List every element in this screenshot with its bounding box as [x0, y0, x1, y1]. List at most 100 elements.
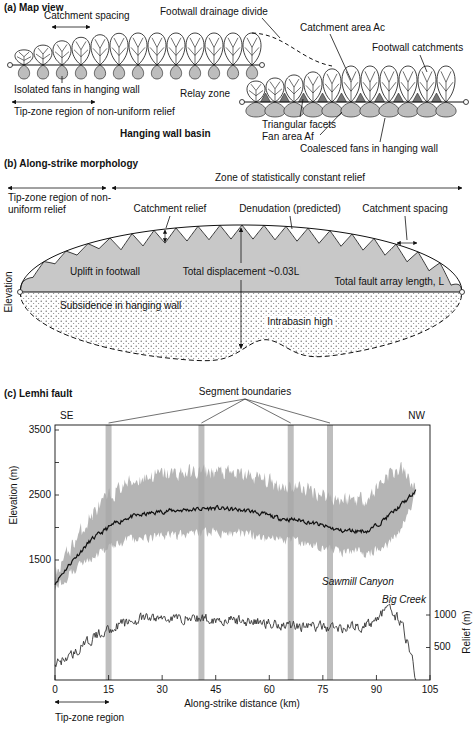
- annotation-label: Coalesced fans in hanging wall: [300, 143, 438, 155]
- drainage-line: [171, 38, 176, 48]
- drainage-line: [427, 82, 434, 91]
- panel-title: (b) Along-strike morphology: [4, 158, 138, 170]
- annotation-label: Catchment spacing: [44, 10, 130, 22]
- alluvial-fan: [75, 65, 86, 79]
- drainage-line: [188, 47, 195, 55]
- drainage-line: [176, 38, 181, 48]
- drainage-line: [439, 82, 446, 91]
- axis-title: Along-strike distance (km): [184, 698, 300, 710]
- alluvial-fan: [37, 65, 48, 79]
- alluvial-fan: [246, 102, 266, 117]
- drainage-line: [190, 38, 195, 48]
- displacement-arrow: [241, 280, 242, 348]
- drainage-line: [233, 47, 234, 65]
- leader-line: [262, 18, 280, 38]
- drainage-line: [228, 38, 233, 48]
- drainage-line: [270, 82, 275, 89]
- drainage-line: [81, 50, 82, 65]
- drainage-line: [38, 48, 43, 54]
- drainage-line: [346, 71, 351, 82]
- extent-arrow: [55, 702, 109, 703]
- alluvial-fan: [113, 65, 124, 79]
- axis-tick-label: 30: [157, 684, 168, 696]
- annotation-label: Tip-zone region of non-uniform relief: [14, 106, 175, 118]
- drainage-line: [403, 71, 408, 82]
- axis-tick-label: 1500: [29, 554, 51, 566]
- drainage-line: [389, 71, 394, 82]
- drainage-line: [176, 47, 177, 65]
- drainage-line: [441, 71, 446, 82]
- catchment-outline: [148, 33, 166, 65]
- drainage-line: [195, 38, 200, 48]
- drainage-line: [233, 47, 240, 55]
- drawing: [8, 18, 469, 702]
- drainage-line: [100, 48, 101, 65]
- leader-line: [62, 76, 63, 83]
- drainage-line: [57, 44, 62, 51]
- catchment-outline: [243, 33, 261, 65]
- drainage-line: [81, 41, 86, 49]
- axis-tick: [426, 615, 430, 616]
- drainage-line: [214, 47, 215, 65]
- annotation-label: Intrabasin high: [265, 316, 335, 328]
- drainage-line: [17, 57, 24, 61]
- annotation-label: Relay zone: [180, 88, 230, 100]
- alluvial-fan: [189, 65, 200, 79]
- axis-title: Elevation: [3, 271, 15, 312]
- axis-tick-label: 60: [264, 684, 275, 696]
- drainage-line: [408, 71, 413, 82]
- axis-tick: [108, 675, 109, 680]
- fault-trace: [10, 64, 262, 65]
- axis-tick: [269, 675, 270, 680]
- drainage-line: [294, 87, 295, 102]
- catchment-outline: [205, 33, 223, 65]
- drainage-line: [214, 47, 221, 55]
- catchment-outline: [53, 41, 71, 65]
- drainage-line: [114, 38, 119, 48]
- leader-line: [330, 34, 351, 80]
- catchment-outline: [342, 66, 360, 102]
- spacing-arrow: [52, 27, 90, 28]
- direction-label: NW: [408, 410, 425, 422]
- segment-boundary: [198, 425, 204, 680]
- annotation-label: Tip-zone region of non-uniform relief: [8, 192, 116, 216]
- relief-arrow: [165, 230, 166, 242]
- drainage-line: [195, 47, 202, 55]
- drainage-line: [256, 84, 261, 90]
- leader-line: [201, 399, 245, 423]
- relief-line: [55, 604, 416, 680]
- catchment-outline: [437, 66, 455, 102]
- drainage-line: [370, 71, 375, 82]
- axis-tick-label: 2500: [29, 489, 51, 501]
- drainage-line: [209, 38, 214, 48]
- drainage-line: [308, 76, 313, 85]
- leader-line: [380, 118, 385, 142]
- alluvial-fan: [170, 65, 181, 79]
- region-label: Subsidence in hanging wall: [60, 300, 181, 312]
- drainage-line: [401, 82, 408, 91]
- drainage-line: [275, 89, 276, 102]
- drainage-line: [62, 52, 63, 65]
- axis-tick: [376, 675, 377, 680]
- axis-tick: [55, 462, 59, 463]
- catchment-outline: [361, 66, 379, 102]
- drainage-line: [19, 52, 24, 57]
- drainage-line: [313, 76, 318, 85]
- leader-line: [245, 399, 330, 423]
- drainage-line: [408, 82, 409, 102]
- place-label: Sawmill Canyon: [322, 576, 394, 588]
- drainage-line: [422, 71, 427, 82]
- panel-title: (c) Lemhi fault: [4, 388, 72, 400]
- displacement-arrow: [241, 228, 242, 263]
- drainage-line: [62, 52, 69, 58]
- drainage-line: [157, 47, 158, 65]
- triangular-facet: [394, 93, 404, 102]
- drainage-line: [131, 47, 138, 55]
- axis-tick: [55, 675, 56, 680]
- drainage-line: [195, 47, 196, 65]
- drainage-line: [138, 38, 143, 48]
- catchment-outline: [72, 37, 90, 65]
- triangular-facet: [337, 93, 347, 102]
